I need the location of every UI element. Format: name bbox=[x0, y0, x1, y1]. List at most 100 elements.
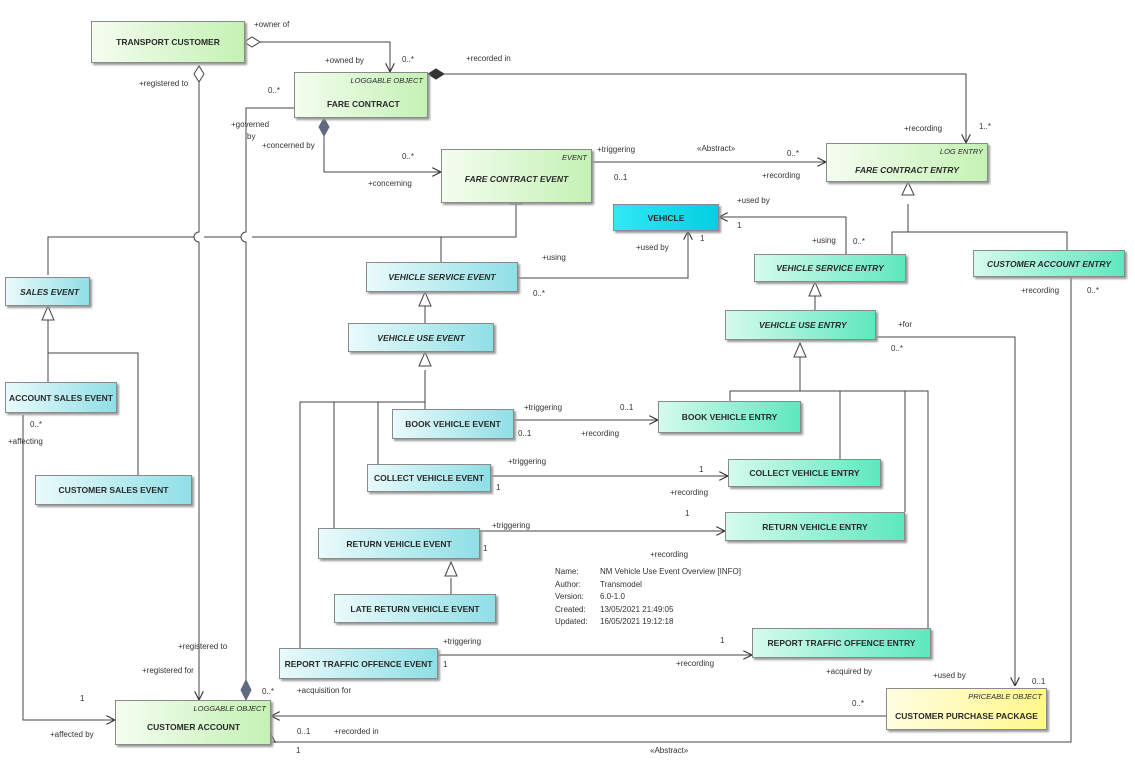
for-line bbox=[876, 336, 1015, 686]
stereotype-label: PRICEABLE OBJECT bbox=[968, 692, 1042, 701]
vsentry-using-line bbox=[719, 217, 847, 254]
class-fare-contract[interactable]: LOGGABLE OBJECT FARE CONTRACT bbox=[294, 72, 428, 118]
multiplicity-label: 1 bbox=[296, 746, 301, 755]
diagram-properties-note: Name: NM Vehicle Use Event Overview [INFO… bbox=[555, 566, 741, 629]
class-return-vehicle-entry[interactable]: RETURN VEHICLE ENTRY bbox=[725, 512, 905, 541]
class-customer-account[interactable]: LOGGABLE OBJECT CUSTOMER ACCOUNT bbox=[115, 700, 271, 745]
class-name: FARE CONTRACT ENTRY bbox=[855, 165, 959, 175]
role-label: +recording bbox=[670, 488, 709, 497]
role-label: +used by bbox=[636, 243, 669, 252]
sales-gen bbox=[47, 320, 139, 475]
multiplicity-label: 0..* bbox=[268, 86, 281, 95]
role-label: +triggering bbox=[597, 145, 636, 154]
gen-arrow-sales bbox=[41, 304, 55, 321]
class-customer-account-entry[interactable]: CUSTOMER ACCOUNT ENTRY bbox=[973, 250, 1125, 277]
vuentry-gen bbox=[729, 357, 929, 628]
composition-diamond-recorded bbox=[427, 68, 445, 80]
note-key: Updated: bbox=[555, 617, 588, 626]
class-customer-sales-event[interactable]: CUSTOMER SALES EVENT bbox=[35, 475, 192, 505]
role-label: +recording bbox=[762, 171, 801, 180]
composition-diamond-concerned bbox=[318, 116, 330, 138]
multiplicity-label: 1 bbox=[80, 694, 85, 703]
class-name: LATE RETURN VEHICLE EVENT bbox=[350, 603, 480, 614]
role-label: +registered for bbox=[142, 666, 194, 675]
class-name: CUSTOMER ACCOUNT bbox=[147, 722, 241, 732]
stereotype-label: LOGGABLE OBJECT bbox=[350, 76, 423, 85]
note-key: Author: bbox=[555, 579, 581, 589]
class-book-vehicle-entry[interactable]: BOOK VEHICLE ENTRY bbox=[658, 401, 801, 433]
multiplicity-label: 0..* bbox=[262, 687, 275, 696]
governed-by-line bbox=[240, 107, 294, 680]
note-value: NM Vehicle Use Event Overview [INFO] bbox=[600, 567, 741, 576]
class-collect-vehicle-event[interactable]: COLLECT VEHICLE EVENT bbox=[367, 464, 491, 492]
note-value: 16/05/2021 19:12:18 bbox=[600, 617, 674, 626]
stereotype-label: «Abstract» bbox=[697, 144, 736, 153]
class-late-return-vehicle-event[interactable]: LATE RETURN VEHICLE EVENT bbox=[334, 594, 496, 623]
class-name: RETURN VEHICLE EVENT bbox=[346, 538, 452, 549]
class-account-sales-event[interactable]: ACCOUNT SALES EVENT bbox=[5, 382, 117, 413]
class-vehicle-service-entry[interactable]: VEHICLE SERVICE ENTRY bbox=[754, 254, 906, 282]
stereotype-label: «Abstract» bbox=[650, 746, 689, 755]
role-label: +acquired by bbox=[826, 667, 873, 676]
role-label: +used by bbox=[737, 196, 770, 205]
class-vehicle-service-event[interactable]: VEHICLE SERVICE EVENT bbox=[366, 262, 518, 292]
class-name: CUSTOMER PURCHASE PACKAGE bbox=[895, 711, 1038, 721]
role-label: +used by bbox=[933, 671, 966, 680]
class-vehicle[interactable]: VEHICLE bbox=[613, 204, 719, 231]
class-collect-vehicle-entry[interactable]: COLLECT VEHICLE ENTRY bbox=[728, 459, 881, 487]
class-fare-contract-entry[interactable]: LOG ENTRY FARE CONTRACT ENTRY bbox=[826, 143, 988, 182]
affecting-line bbox=[22, 415, 115, 720]
multiplicity-label: 0..1 bbox=[518, 429, 532, 438]
multiplicity-label: 1 bbox=[699, 465, 704, 474]
owner-of-line bbox=[245, 41, 390, 72]
registered-to-line bbox=[193, 66, 199, 700]
multiplicity-label: 1 bbox=[496, 483, 501, 492]
class-name: REPORT TRAFFIC OFFENCE EVENT bbox=[284, 658, 433, 669]
class-sales-event[interactable]: SALES EVENT bbox=[5, 277, 90, 306]
multiplicity-label: 0..* bbox=[787, 149, 800, 158]
note-value: Transmodel bbox=[600, 579, 642, 589]
role-label: +recording bbox=[904, 124, 943, 133]
class-report-traffic-offence-event[interactable]: REPORT TRAFFIC OFFENCE EVENT bbox=[279, 648, 438, 679]
stereotype-label: LOGGABLE OBJECT bbox=[193, 704, 266, 713]
role-label: +triggering bbox=[443, 637, 482, 646]
class-customer-purchase-package[interactable]: PRICEABLE OBJECT CUSTOMER PURCHASE PACKA… bbox=[886, 688, 1047, 730]
multiplicity-label: 0..* bbox=[853, 237, 866, 246]
class-fare-contract-event[interactable]: EVENT FARE CONTRACT EVENT bbox=[441, 149, 592, 203]
multiplicity-label: 0..* bbox=[891, 344, 904, 353]
role-label: +owned by bbox=[325, 56, 364, 65]
class-name: COLLECT VEHICLE ENTRY bbox=[749, 468, 860, 478]
class-name: FARE CONTRACT EVENT bbox=[464, 174, 569, 184]
class-name: CUSTOMER SALES EVENT bbox=[58, 485, 169, 495]
note-key: Name: bbox=[555, 567, 579, 576]
note-value: 6.0-1.0 bbox=[600, 592, 625, 601]
multiplicity-label: 1 bbox=[685, 509, 690, 518]
gen-arrow-vue bbox=[418, 350, 432, 367]
class-name: REPORT TRAFFIC OFFENCE ENTRY bbox=[767, 638, 916, 648]
aggregation-diamond-registered bbox=[193, 65, 205, 83]
class-name: SALES EVENT bbox=[20, 286, 80, 297]
role-label: +recorded in bbox=[334, 727, 379, 736]
multiplicity-label: 1 bbox=[443, 660, 448, 669]
recorded-in-line bbox=[428, 73, 966, 143]
gen-arrow-return bbox=[444, 560, 458, 577]
role-label: +acquisition for bbox=[297, 686, 352, 695]
role-label: +registered to bbox=[139, 79, 189, 88]
class-name: VEHICLE SERVICE ENTRY bbox=[776, 263, 884, 273]
multiplicity-label: 1 bbox=[737, 221, 742, 230]
role-label: +using bbox=[812, 236, 836, 245]
class-transport-customer[interactable]: TRANSPORT CUSTOMER bbox=[91, 21, 245, 63]
class-vehicle-use-entry[interactable]: VEHICLE USE ENTRY bbox=[725, 310, 876, 340]
class-return-vehicle-event[interactable]: RETURN VEHICLE EVENT bbox=[318, 528, 480, 559]
class-book-vehicle-event[interactable]: BOOK VEHICLE EVENT bbox=[392, 409, 514, 439]
class-report-traffic-offence-entry[interactable]: REPORT TRAFFIC OFFENCE ENTRY bbox=[752, 628, 931, 658]
class-vehicle-use-event[interactable]: VEHICLE USE EVENT bbox=[348, 323, 494, 352]
role-label: +registered to bbox=[178, 642, 228, 651]
role-label: +recorded in bbox=[466, 54, 511, 63]
class-name: TRANSPORT CUSTOMER bbox=[116, 37, 220, 47]
role-label: +owner of bbox=[254, 20, 290, 29]
multiplicity-label: 0..1 bbox=[614, 173, 628, 182]
class-name: ACCOUNT SALES EVENT bbox=[9, 392, 113, 403]
